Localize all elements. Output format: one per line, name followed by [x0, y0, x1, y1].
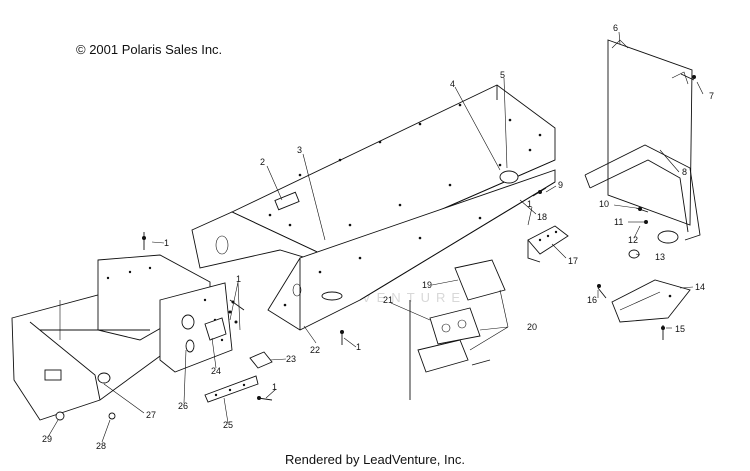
label-3: 3: [297, 145, 302, 155]
label-20: 20: [527, 322, 537, 332]
front-bulkhead: [11, 254, 233, 421]
label-16: 16: [587, 295, 597, 305]
label-22: 22: [310, 345, 320, 355]
label-14: 14: [695, 282, 705, 292]
label-4: 4: [450, 79, 455, 89]
label-10: 10: [599, 199, 609, 209]
label-17: 17: [568, 256, 578, 266]
label-29: 29: [42, 434, 52, 444]
label-2: 2: [260, 157, 265, 167]
footrest-bracket: [527, 225, 569, 263]
label-1-plate: 1: [272, 382, 277, 392]
rear-flap: [607, 39, 693, 226]
label-5: 5: [500, 70, 505, 80]
part-labels: 1 2 3 4 5 6 7 8 9 10 11 12 13 14 15 16 1…: [42, 23, 714, 451]
label-28: 28: [96, 441, 106, 451]
rear-bumper: [584, 144, 701, 244]
label-11: 11: [614, 217, 623, 227]
small-parts: [204, 317, 273, 403]
label-24: 24: [211, 366, 221, 376]
label-19: 19: [422, 280, 432, 290]
label-1-rail: 1: [356, 342, 361, 352]
leader-lines: [47, 31, 704, 443]
tunnel-assembly: [191, 84, 556, 269]
label-18: 18: [537, 212, 547, 222]
label-27: 27: [146, 410, 156, 420]
label-12: 12: [628, 235, 638, 245]
label-1-bulkhead: 1: [236, 274, 241, 284]
side-rail-assembly: [267, 169, 556, 331]
label-9: 9: [558, 180, 563, 190]
copyright-text: © 2001 Polaris Sales Inc.: [76, 42, 223, 57]
label-21: 21: [383, 295, 393, 305]
label-1-frame: 1: [164, 238, 169, 248]
label-25: 25: [223, 420, 233, 430]
center-brackets: [409, 259, 506, 400]
label-6: 6: [613, 23, 618, 33]
label-15: 15: [675, 324, 685, 334]
label-1-bracket: 1: [527, 199, 532, 209]
label-13: 13: [655, 252, 665, 262]
footer-text: Rendered by LeadVenture, Inc.: [285, 452, 465, 467]
label-7: 7: [709, 91, 714, 101]
label-8: 8: [682, 167, 687, 177]
fasteners: [55, 73, 696, 421]
side-guard: [611, 279, 691, 323]
label-23: 23: [286, 354, 296, 364]
label-26: 26: [178, 401, 188, 411]
